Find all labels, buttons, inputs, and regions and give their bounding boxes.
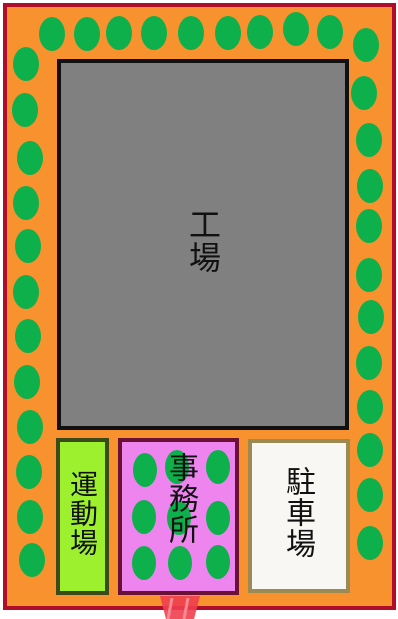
tree-icon <box>353 28 379 62</box>
gate-stripe <box>182 597 190 619</box>
parking-label: 駐車場 <box>280 466 315 559</box>
tree-icon <box>351 76 377 110</box>
gate-icon <box>160 596 200 619</box>
tree-icon <box>132 500 156 534</box>
tree-icon <box>168 546 192 580</box>
tree-icon <box>19 543 45 577</box>
tree-icon <box>356 258 382 292</box>
tree-icon <box>206 450 230 484</box>
tree-icon <box>215 16 241 50</box>
tree-icon <box>178 16 204 50</box>
tree-icon <box>206 545 230 579</box>
tree-icon <box>247 15 273 49</box>
tree-icon <box>17 141 43 175</box>
sports-ground <box>56 438 109 595</box>
tree-icon <box>13 186 39 220</box>
tree-icon <box>74 17 100 51</box>
tree-icon <box>133 453 157 487</box>
tree-icon <box>357 390 383 424</box>
tree-icon <box>12 93 38 127</box>
sports-ground-label: 運動場 <box>66 470 99 557</box>
tree-icon <box>167 501 191 535</box>
tree-icon <box>14 365 40 399</box>
tree-icon <box>132 546 156 580</box>
tree-icon <box>16 455 42 489</box>
tree-icon <box>357 433 383 467</box>
tree-icon <box>357 526 383 560</box>
office-trees <box>132 450 230 580</box>
tree-icon <box>356 123 382 157</box>
tree-icon <box>358 300 384 334</box>
tree-icon <box>17 500 43 534</box>
factory-building <box>57 59 349 430</box>
tree-icon <box>165 450 189 484</box>
parking-lot <box>248 439 350 593</box>
tree-icon <box>357 169 383 203</box>
tree-column-left <box>12 47 45 577</box>
tree-column-right <box>351 28 384 560</box>
tree-row-top <box>39 12 343 51</box>
tree-icon <box>15 319 41 353</box>
tree-icon <box>15 229 41 263</box>
tree-icon <box>13 275 39 309</box>
tree-icon <box>317 15 343 49</box>
tree-icon <box>283 12 309 46</box>
tree-icon <box>17 410 43 444</box>
tree-icon <box>356 209 382 243</box>
tree-icon <box>356 346 382 380</box>
tree-icon <box>141 16 167 50</box>
tree-icon <box>206 501 230 535</box>
office-label: 事務所 <box>163 452 198 545</box>
factory-label: 工場 <box>184 208 222 274</box>
tree-icon <box>357 478 383 512</box>
gate-stripe <box>166 597 174 619</box>
tree-icon <box>13 47 39 81</box>
tree-icon <box>106 16 132 50</box>
tree-icon <box>39 17 65 51</box>
